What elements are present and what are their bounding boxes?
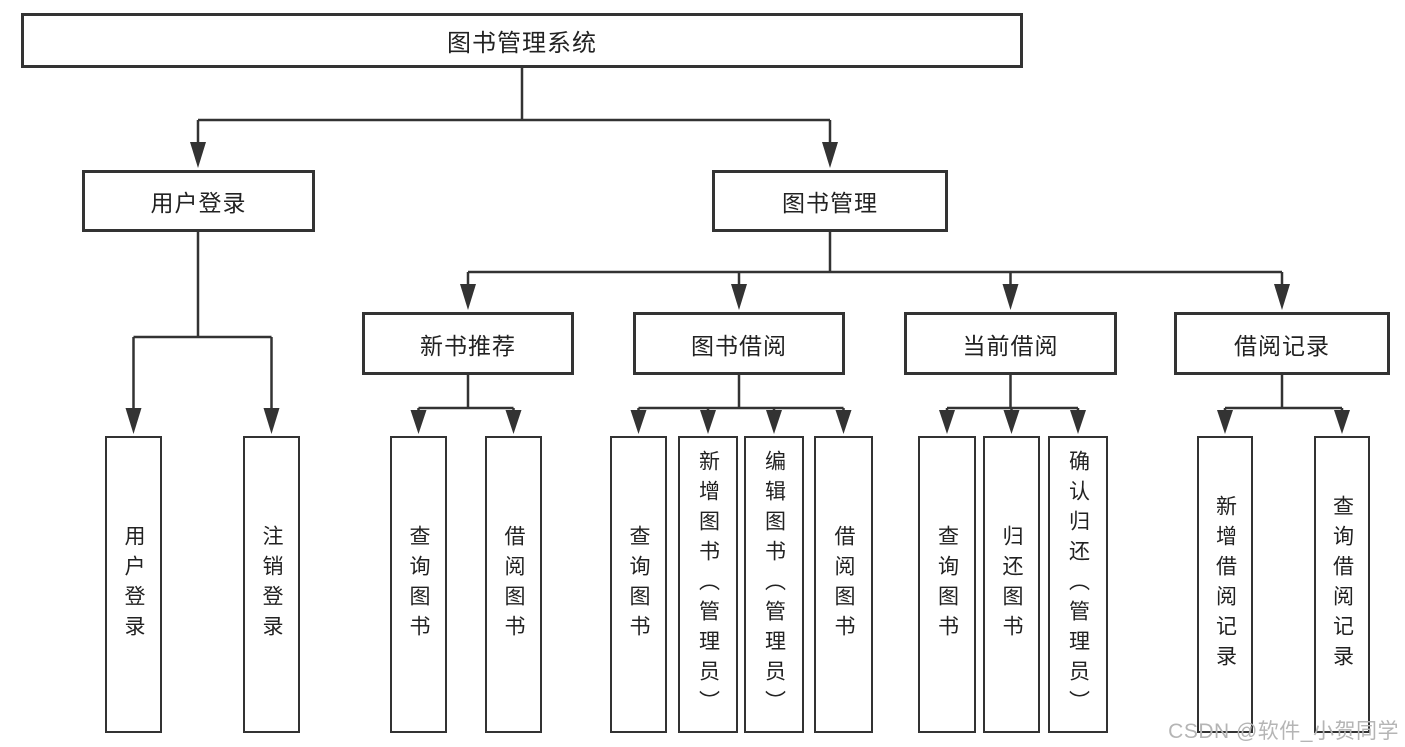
node-book-borrowing: 图书借阅 bbox=[633, 312, 845, 375]
leaf-label: 新增图书（管理员） bbox=[696, 449, 720, 720]
node-label: 用户登录 bbox=[150, 190, 247, 216]
leaf-label: 查询图书 bbox=[935, 524, 959, 645]
node-label: 图书管理 bbox=[782, 190, 878, 216]
node-label: 新书推荐 bbox=[420, 332, 516, 359]
leaf-label: 注销登录 bbox=[260, 524, 283, 645]
leaf-logout: 注销登录 bbox=[243, 436, 300, 733]
leaf-edit-books-admin: 编辑图书（管理员） bbox=[744, 436, 804, 733]
leaf-confirm-return-admin: 确认归还（管理员） bbox=[1048, 436, 1108, 733]
node-label: 图书借阅 bbox=[691, 332, 787, 359]
leaf-label: 查询图书 bbox=[407, 524, 430, 645]
connector-groups-to-leaves bbox=[410, 375, 1350, 434]
leaf-label: 借阅图书 bbox=[502, 524, 525, 645]
leaf-label: 新增借阅记录 bbox=[1213, 494, 1237, 675]
leaf-borrow-books-2: 借阅图书 bbox=[814, 436, 873, 733]
node-label: 当前借阅 bbox=[962, 332, 1059, 359]
leaf-query-books-1: 查询图书 bbox=[390, 436, 447, 733]
leaf-add-borrow-record: 新增借阅记录 bbox=[1197, 436, 1253, 733]
node-current-borrowing: 当前借阅 bbox=[904, 312, 1117, 375]
leaf-label: 用户登录 bbox=[122, 524, 145, 645]
node-library-management-system: 图书管理系统 bbox=[21, 13, 1023, 68]
connector-management-to-groups bbox=[460, 232, 1290, 310]
leaf-borrow-books-1: 借阅图书 bbox=[485, 436, 542, 733]
node-user-login-branch: 用户登录 bbox=[82, 170, 315, 232]
leaf-query-books-3: 查询图书 bbox=[918, 436, 976, 733]
leaf-label: 归还图书 bbox=[1000, 524, 1023, 645]
leaf-query-books-2: 查询图书 bbox=[610, 436, 667, 733]
leaf-label: 查询图书 bbox=[627, 524, 650, 645]
leaf-add-books-admin: 新增图书（管理员） bbox=[678, 436, 738, 733]
leaf-label: 编辑图书（管理员） bbox=[762, 449, 786, 720]
connector-root-to-branches bbox=[190, 68, 838, 168]
leaf-query-borrow-record: 查询借阅记录 bbox=[1314, 436, 1370, 733]
leaf-label: 借阅图书 bbox=[832, 524, 855, 645]
leaf-label: 查询借阅记录 bbox=[1330, 494, 1354, 675]
node-label: 借阅记录 bbox=[1234, 332, 1330, 359]
node-borrowing-records: 借阅记录 bbox=[1174, 312, 1390, 375]
leaf-return-books: 归还图书 bbox=[983, 436, 1040, 733]
node-new-book-recommendation: 新书推荐 bbox=[362, 312, 574, 375]
connector-login-to-leaves bbox=[125, 232, 280, 434]
node-label: 图书管理系统 bbox=[447, 30, 597, 57]
leaf-label: 确认归还（管理员） bbox=[1066, 449, 1090, 720]
node-book-management-branch: 图书管理 bbox=[712, 170, 948, 232]
leaf-user-login: 用户登录 bbox=[105, 436, 162, 733]
